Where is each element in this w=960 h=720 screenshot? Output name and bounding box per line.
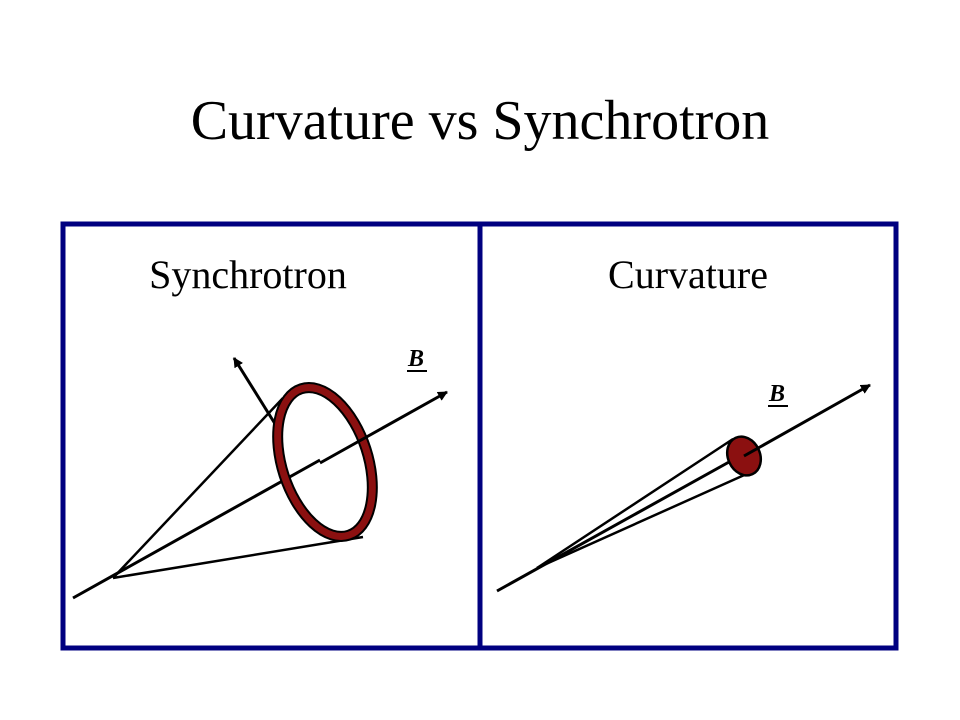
curved-field-line — [496, 450, 748, 593]
magnetic-field-axis — [72, 458, 321, 600]
curvature-panel: Curvature B — [496, 252, 871, 593]
curvature-field-arrow — [743, 383, 871, 458]
magnetic-field-label-right: B — [768, 381, 785, 407]
cone-edge-lower — [112, 535, 364, 580]
narrow-cone-edge-lower — [536, 470, 752, 570]
slide-title: Curvature vs Synchrotron — [190, 90, 770, 152]
magnetic-field-label-left: B — [407, 346, 424, 372]
synchrotron-title: Synchrotron — [149, 252, 347, 297]
curvature-title: Curvature — [608, 252, 768, 297]
narrow-cone-edge-upper — [536, 437, 734, 570]
magnetic-field-arrow — [319, 390, 448, 465]
velocity-arrow — [232, 357, 279, 428]
cone-edge-upper — [112, 397, 284, 579]
synchrotron-panel: Synchrotron B — [72, 252, 448, 600]
